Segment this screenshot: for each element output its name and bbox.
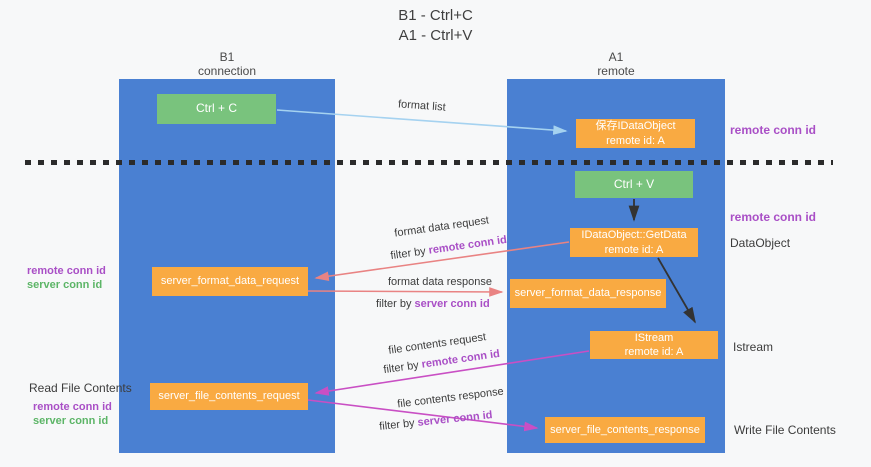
format-data-request-label: format data request xyxy=(393,214,490,240)
istream-annotation: Istream xyxy=(733,340,774,354)
server-conn-id-text: server conn id xyxy=(414,298,490,310)
arrow-format-data-response xyxy=(307,287,504,297)
getdata-line2: remote id: A xyxy=(604,243,664,256)
server-file-contents-request-box: server_file_contents_request xyxy=(150,383,308,410)
ctrl-v-label: Ctrl + V xyxy=(613,176,655,191)
remote-conn-id-text: remote conn id xyxy=(33,401,112,413)
format-list-label: format list xyxy=(397,98,447,114)
left-conn-ids-annotation: remote conn id server conn id xyxy=(33,401,112,429)
istream-box: IStream remote id: A xyxy=(590,331,718,359)
filter-by-text: filter by xyxy=(389,245,427,263)
idataobject-getdata-box: IDataObject::GetData remote id: A xyxy=(570,228,698,257)
server-conn-id-text: server conn id xyxy=(416,409,493,429)
read-file-contents-annotation: Read File Contents xyxy=(29,381,132,395)
right-column-role: remote xyxy=(597,64,635,79)
server-conn-id-text: server conn id xyxy=(33,414,109,427)
left-column-header: B1 connection xyxy=(119,50,335,79)
format-data-response-label: format data response xyxy=(388,276,492,288)
right-column-name: A1 xyxy=(608,50,624,64)
server-format-data-response-box: server_format_data_response xyxy=(510,279,666,308)
left-column-name: B1 xyxy=(219,50,235,64)
save-idataobject-line2: remote id: A xyxy=(606,134,665,147)
server-file-contents-response-label: server_file_contents_response xyxy=(550,423,700,436)
server-conn-id-text: server conn id xyxy=(27,278,103,291)
server-format-data-request-label: server_format_data_request xyxy=(160,275,300,288)
save-idataobject-box: 保存IDataObject remote id: A xyxy=(576,119,695,148)
server-file-contents-response-box: server_file_contents_response xyxy=(545,417,705,443)
filter-by-text: filter by xyxy=(376,298,412,310)
remote-conn-id-text: remote conn id xyxy=(27,265,106,277)
ctrl-c-label: Ctrl + C xyxy=(195,101,237,116)
istream-line2: remote id: A xyxy=(624,346,684,358)
diagram-title: B1 - Ctrl+C A1 - Ctrl+V xyxy=(0,6,871,45)
save-idataobject-line1: 保存IDataObject xyxy=(595,120,676,133)
server-format-data-response-label: server_format_data_response xyxy=(514,287,662,300)
remote-conn-id-annotation: remote conn id xyxy=(730,210,817,224)
format-data-request-filter-label: filter byremote conn id xyxy=(390,234,508,262)
left-column-role: connection xyxy=(197,64,257,79)
remote-conn-id-text: remote conn id xyxy=(420,347,501,371)
filter-by-text: filter by xyxy=(378,417,416,433)
remote-conn-id-text: remote conn id xyxy=(427,233,508,257)
title-line-1: B1 - Ctrl+C xyxy=(398,7,473,24)
server-file-contents-request-label: server_file_contents_request xyxy=(158,390,300,403)
title-line-2: A1 - Ctrl+V xyxy=(398,26,473,44)
right-column-header: A1 remote xyxy=(507,50,725,79)
left-conn-ids-annotation: remote conn id server conn id xyxy=(27,265,106,293)
remote-conn-id-annotation: remote conn id xyxy=(730,123,817,137)
file-contents-response-label: file contents response xyxy=(396,385,505,411)
server-format-data-request-box: server_format_data_request xyxy=(152,267,308,296)
ctrl-c-box: Ctrl + C xyxy=(157,94,276,124)
dashed-divider-line xyxy=(25,160,833,165)
filter-by-text: filter by xyxy=(382,359,420,377)
ctrl-v-box: Ctrl + V xyxy=(575,171,693,198)
write-file-contents-annotation: Write File Contents xyxy=(734,423,836,437)
istream-line1: IStream xyxy=(634,331,674,344)
dataobject-annotation: DataObject xyxy=(730,236,791,250)
getdata-line1: IDataObject::GetData xyxy=(581,229,687,242)
